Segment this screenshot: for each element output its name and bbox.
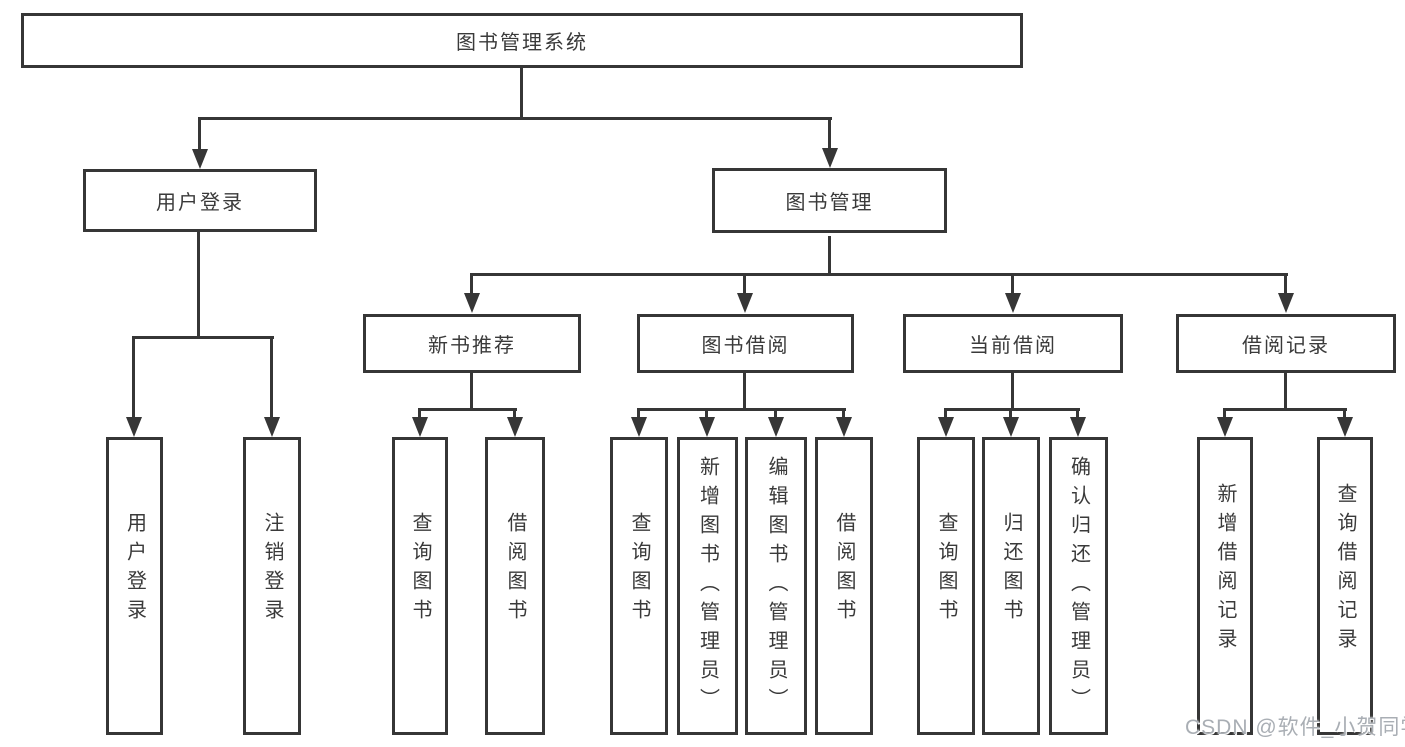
node-current-borrowing: 当前借阅 <box>903 314 1123 373</box>
connector-line <box>197 232 200 339</box>
leaf-records-query-record: 查询借阅记录 <box>1317 437 1373 735</box>
connector-line <box>1284 373 1287 411</box>
arrowhead-down-icon <box>699 417 715 437</box>
connector-line <box>418 408 517 411</box>
connector-line <box>705 408 708 419</box>
connector-line <box>828 117 831 150</box>
leaf-borrowing-add-books-admin: 新增图书（管理员） <box>677 437 738 735</box>
node-book-borrowing-label: 图书借阅 <box>701 335 790 357</box>
node-book-management: 图书管理 <box>712 168 947 233</box>
leaf-records-query-record-label: 查询借阅记录 <box>1334 483 1356 657</box>
leaf-borrowing-edit-books-admin-label: 编辑图书（管理员） <box>765 455 787 717</box>
arrowhead-down-icon <box>192 149 208 169</box>
arrowhead-down-icon <box>1070 417 1086 437</box>
arrowhead-down-icon <box>822 148 838 168</box>
arrowhead-down-icon <box>412 417 428 437</box>
node-user-login-branch: 用户登录 <box>83 169 317 232</box>
leaf-user-logout: 注销登录 <box>243 437 301 735</box>
arrowhead-down-icon <box>507 417 523 437</box>
csdn-watermark: CSDN @软件_小贺同学 <box>1185 716 1405 739</box>
arrowhead-down-icon <box>1003 417 1019 437</box>
leaf-borrowing-query-books-label: 查询图书 <box>628 512 650 628</box>
connector-line <box>743 273 746 295</box>
arrowhead-down-icon <box>836 417 852 437</box>
connector-line <box>1076 408 1079 419</box>
node-root-label: 图书管理系统 <box>456 32 588 54</box>
connector-line <box>470 273 473 295</box>
connector-line <box>637 408 640 419</box>
connector-line <box>743 373 746 411</box>
leaf-borrowing-borrow-books-label: 借阅图书 <box>833 512 855 628</box>
connector-line <box>1011 273 1014 295</box>
leaf-current-return-books-label: 归还图书 <box>1000 512 1022 628</box>
leaf-borrowing-query-books: 查询图书 <box>610 437 668 735</box>
connector-line <box>828 236 831 276</box>
arrowhead-down-icon <box>1278 293 1294 313</box>
connector-line <box>842 408 845 419</box>
leaf-borrowing-edit-books-admin: 编辑图书（管理员） <box>745 437 807 735</box>
arrowhead-down-icon <box>768 417 784 437</box>
leaf-records-add-record-label: 新增借阅记录 <box>1214 483 1236 657</box>
leaf-borrowing-add-books-admin-label: 新增图书（管理员） <box>696 455 719 717</box>
node-user-login-branch-label: 用户登录 <box>156 192 244 214</box>
connector-line <box>1343 408 1346 419</box>
connector-line <box>1011 373 1014 411</box>
leaf-current-confirm-return-admin: 确认归还（管理员） <box>1049 437 1108 735</box>
connector-line <box>1009 408 1012 419</box>
arrowhead-down-icon <box>126 417 142 437</box>
leaf-user-login: 用户登录 <box>106 437 163 735</box>
connector-line <box>774 408 777 419</box>
leaf-recommend-query-books: 查询图书 <box>392 437 448 735</box>
node-borrowing-records: 借阅记录 <box>1176 314 1396 373</box>
node-new-book-recommend: 新书推荐 <box>363 314 581 373</box>
arrowhead-down-icon <box>631 417 647 437</box>
connector-line <box>520 68 523 120</box>
connector-line <box>513 408 516 419</box>
connector-line <box>132 336 274 339</box>
leaf-user-logout-label: 注销登录 <box>261 512 283 628</box>
connector-line <box>418 408 421 419</box>
connector-line <box>470 273 1288 276</box>
connector-line <box>470 373 473 411</box>
leaf-borrowing-borrow-books: 借阅图书 <box>815 437 873 735</box>
leaf-current-query-books-label: 查询图书 <box>935 512 957 628</box>
connector-line <box>199 117 832 120</box>
connector-line <box>1284 273 1287 295</box>
arrowhead-down-icon <box>1217 417 1233 437</box>
connector-line <box>132 336 135 419</box>
leaf-recommend-borrow-books: 借阅图书 <box>485 437 545 735</box>
leaf-recommend-borrow-books-label: 借阅图书 <box>504 512 526 628</box>
connector-line <box>944 408 1080 411</box>
arrowhead-down-icon <box>264 417 280 437</box>
arrowhead-down-icon <box>737 293 753 313</box>
connector-line <box>198 117 201 150</box>
connector-line <box>270 336 273 419</box>
arrowhead-down-icon <box>464 293 480 313</box>
node-book-management-label: 图书管理 <box>785 192 874 214</box>
connector-line <box>1223 408 1226 419</box>
arrowhead-down-icon <box>938 417 954 437</box>
connector-line <box>637 408 846 411</box>
leaf-current-confirm-return-admin-label: 确认归还（管理员） <box>1067 455 1090 717</box>
leaf-user-login-label: 用户登录 <box>123 512 146 628</box>
leaf-records-add-record: 新增借阅记录 <box>1197 437 1253 735</box>
node-root: 图书管理系统 <box>21 13 1023 68</box>
node-borrowing-records-label: 借阅记录 <box>1242 335 1330 357</box>
leaf-current-query-books: 查询图书 <box>917 437 975 735</box>
connector-line <box>1223 408 1347 411</box>
arrowhead-down-icon <box>1337 417 1353 437</box>
leaf-recommend-query-books-label: 查询图书 <box>409 512 431 628</box>
node-new-book-recommend-label: 新书推荐 <box>428 335 516 357</box>
arrowhead-down-icon <box>1005 293 1021 313</box>
node-current-borrowing-label: 当前借阅 <box>969 335 1057 357</box>
connector-line <box>944 408 947 419</box>
node-book-borrowing: 图书借阅 <box>637 314 854 373</box>
leaf-current-return-books: 归还图书 <box>982 437 1040 735</box>
